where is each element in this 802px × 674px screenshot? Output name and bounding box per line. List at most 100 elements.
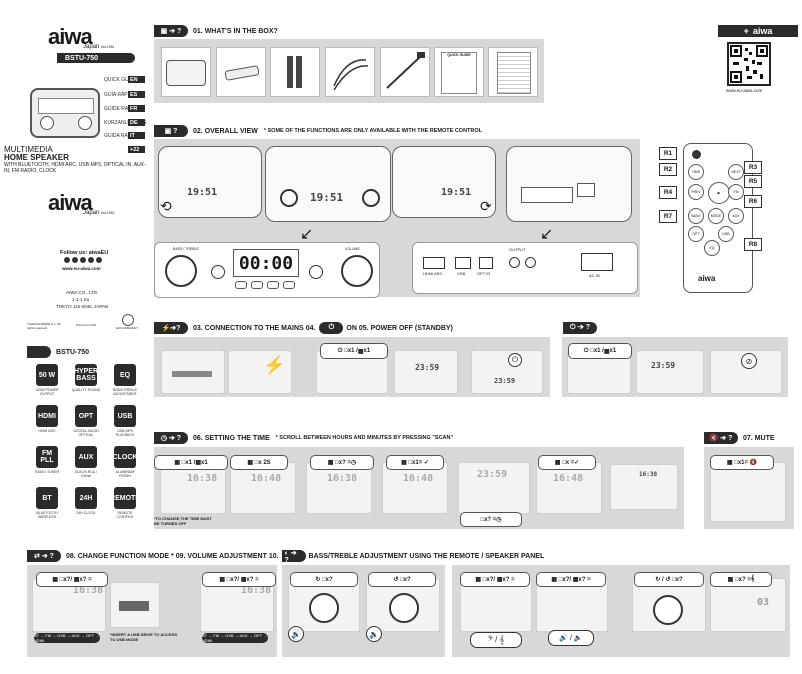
qr-code[interactable] xyxy=(727,42,771,86)
hdmi-port xyxy=(423,257,445,269)
volume-up-icon: 🔊 xyxy=(288,626,304,642)
lang-tag-it[interactable]: IT xyxy=(128,132,145,139)
speaker-illustration xyxy=(30,88,100,138)
remote-eq-button[interactable]: EQ xyxy=(704,240,720,256)
instagram-icon[interactable] xyxy=(80,257,86,263)
knob-right-label: VOLUME xyxy=(345,247,360,251)
feature-label-11: 24H CLOCK xyxy=(76,511,96,515)
bass-volume-icons: 🔊 / 🔉 xyxy=(548,630,594,646)
lang-tag-en[interactable]: EN xyxy=(128,76,145,83)
time-step-3: 16:38 xyxy=(306,462,372,514)
remote-label-r8: R8 xyxy=(744,238,762,251)
feature-label-10: BLUETOOTH WIRELESS xyxy=(36,511,58,519)
remote-control: TIME NEXT ▶ PREV FM BASS MODE AUX OPT US… xyxy=(683,143,753,293)
printed-text: Printed in CHN xyxy=(76,323,97,327)
standby-display: 23:59 xyxy=(636,350,704,394)
youtube-icon[interactable] xyxy=(96,257,102,263)
feature-icon-5: OPT xyxy=(75,405,97,427)
bass-bubble-3: ↻ / ↺ □ x? xyxy=(634,572,704,587)
lang-tag-fr[interactable]: FR xyxy=(128,105,145,112)
prev-button[interactable] xyxy=(251,281,263,289)
usb-label: USB xyxy=(457,271,466,276)
follow-url[interactable]: www.eu-aiwa.com xyxy=(62,266,101,271)
feature-label-7: RADIO TUNER xyxy=(34,470,60,474)
feature-label-5: DIGITAL AUDIO OPTICAL xyxy=(73,429,99,437)
feature-label-2: QUALITY SOUND xyxy=(71,388,101,392)
power-icon: ⏻ xyxy=(319,322,344,334)
qr-code-pattern xyxy=(730,45,768,83)
remote-next-button[interactable]: NEXT xyxy=(728,164,744,180)
front-display: 00:00 xyxy=(233,249,299,277)
bass-bubble-4: ▦ □ x? = 𝄞 xyxy=(710,572,772,587)
mute-icon: 🔇 ➔ ? xyxy=(704,432,738,444)
remote-aux-button[interactable]: AUX xyxy=(728,208,744,224)
company-name: AIWA CO., LTD. xyxy=(66,290,99,295)
info-icon xyxy=(27,346,51,358)
feature-icon-10: BT xyxy=(36,487,58,509)
twitter-icon[interactable] xyxy=(72,257,78,263)
remote-time-button[interactable]: TIME xyxy=(688,164,704,180)
mode-button[interactable] xyxy=(211,265,225,279)
feature-icon-12: REMOTE xyxy=(110,487,140,509)
volume-down-icon: 🔉 xyxy=(366,626,382,642)
model-badge: BSTU-750 xyxy=(57,53,135,63)
ac-in-label: AC IN xyxy=(589,273,600,278)
speaker-view-right: 19:51 xyxy=(392,146,496,218)
power-on-result: 23:59⏻ xyxy=(471,350,543,394)
speaker-view-left: 19:51 xyxy=(158,146,262,218)
feature-icon-4: HDMI xyxy=(36,405,58,427)
play-button[interactable] xyxy=(267,281,279,289)
remote-bass-button[interactable]: BASS xyxy=(688,208,704,224)
box-item-batteries xyxy=(270,47,320,97)
rotate-arrow-icon-2: ⟳ xyxy=(480,198,492,214)
usb-insert-step xyxy=(110,582,160,628)
front-panel-detail: BASS / TREBLE 00:00 VOLUME xyxy=(154,242,380,298)
function-button[interactable] xyxy=(235,281,247,289)
feature-label-6: USB-MP3 PLAYBACK xyxy=(115,429,135,437)
zoom-arrow-icon: ↙ xyxy=(300,226,314,243)
remote-label-r4: R4 xyxy=(659,186,677,199)
bass-treble-knob[interactable] xyxy=(165,255,197,287)
feature-icon-6: USB xyxy=(114,405,136,427)
product-line1: MULTIMEDIA xyxy=(4,145,53,154)
box-item-aux-cable xyxy=(325,47,375,97)
remote-usb-button[interactable]: USB xyxy=(718,226,734,242)
feature-icon-2: HYPER BASS xyxy=(74,364,98,386)
power-on-icon: ⏻ xyxy=(508,353,522,367)
qr-url[interactable]: www.eu-aiwa.com xyxy=(726,88,763,93)
time-bubble-2: ▦ □ x 2S xyxy=(230,455,288,470)
brand-sub-2: Japan est.1951 xyxy=(83,210,115,216)
remote-prev-button[interactable]: PREV xyxy=(688,184,704,200)
remote-fm-button[interactable]: FM xyxy=(728,184,744,200)
next-button[interactable] xyxy=(283,281,295,289)
lang-tag-de[interactable]: DE xyxy=(128,119,145,126)
rca-l-port xyxy=(509,257,520,268)
back-panel-detail: HDMI ARC USB OPT IN OUTPUT AC IN xyxy=(412,242,638,294)
box-item-warranty xyxy=(488,47,538,97)
time-bubble-1: ▦ □ x1 / ▦ x1 xyxy=(154,455,228,470)
standby-button[interactable] xyxy=(309,265,323,279)
feature-label-3: BASS/TREBLE ADJUSTMENT xyxy=(113,388,137,396)
mute-bubble: ▦ □ x1 = 🔇 xyxy=(710,455,774,470)
output-label: OUTPUT xyxy=(509,247,526,252)
remote-opt-button[interactable]: OPT xyxy=(688,226,704,242)
product-desc: WITH BLUETOOTH, HDMI ARC, USB-MP3, OPTIC… xyxy=(4,162,146,174)
facebook-icon[interactable] xyxy=(64,257,70,263)
qr-header: +aiwa xyxy=(718,25,798,37)
remote-mode-button[interactable]: MODE xyxy=(708,208,724,224)
func-bubble-1: ▦ □ x? / ▦ x? = xyxy=(36,572,108,587)
pinterest-icon[interactable] xyxy=(88,257,94,263)
volume-knob[interactable] xyxy=(341,255,373,287)
time-bubble-3: ▦ □ x? = ◷ xyxy=(310,455,374,470)
lang-tag-more[interactable]: +22 xyxy=(128,146,145,153)
volume-icon: ◐ ➔ ? xyxy=(281,550,306,564)
lang-tag-es[interactable]: ES xyxy=(128,91,145,98)
volume-bubble-1: ↻ □ x? xyxy=(290,572,358,587)
time-step-6: 16:48 xyxy=(536,462,602,514)
section-03-header: ⚡➔? 03. CONNECTION TO THE MAINS 04. ⏻ ON… xyxy=(154,322,549,334)
remote-play-button[interactable]: ▶ xyxy=(708,182,730,204)
knob-left-label: BASS / TREBLE xyxy=(173,247,199,251)
remote-label-r7: R7 xyxy=(659,210,677,223)
copyright-text: ©AIWA EUROPE S.L. All rights reserved xyxy=(27,322,61,330)
remote-power-button[interactable] xyxy=(692,150,701,159)
